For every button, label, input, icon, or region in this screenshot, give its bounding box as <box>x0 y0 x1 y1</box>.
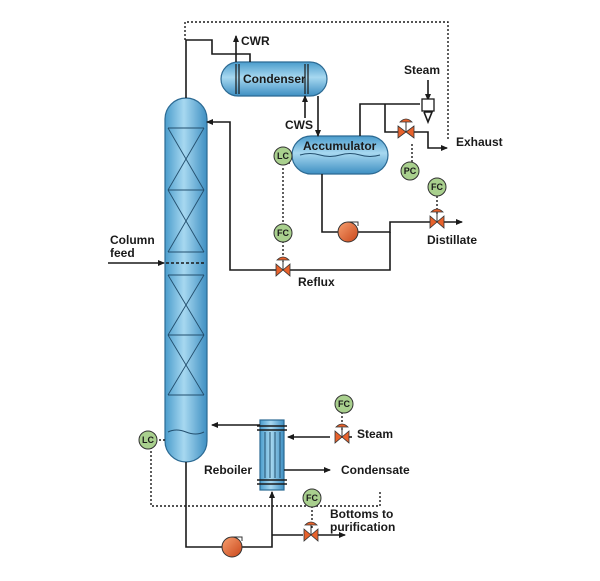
cws-label: CWS <box>285 118 313 132</box>
exhaust-control-valve <box>397 118 415 139</box>
exhaust-label: Exhaust <box>456 135 503 149</box>
flow-controller-distillate: FC <box>427 177 447 197</box>
svg-text:FC: FC <box>431 182 443 192</box>
reboiler <box>257 419 287 491</box>
distillate-label: Distillate <box>427 233 477 247</box>
accumulator-label: Accumulator <box>303 139 377 153</box>
svg-text:LC: LC <box>277 151 289 161</box>
bottoms-pump <box>221 536 243 558</box>
bottoms-label: Bottoms to purification <box>330 507 397 534</box>
level-controller-column: LC <box>138 430 158 450</box>
condenser: Condenser <box>220 61 328 97</box>
process-piping <box>108 35 463 548</box>
reflux-pump <box>337 221 359 243</box>
distillate-control-valve <box>429 208 445 229</box>
flow-controller-bottoms: FC <box>302 488 322 508</box>
steam-control-valve <box>334 423 350 444</box>
flow-controller-steam: FC <box>334 394 354 414</box>
svg-text:LC: LC <box>142 435 154 445</box>
distillation-column <box>164 97 208 463</box>
column-feed-line-1: Column <box>110 233 155 247</box>
steam-bottom-label: Steam <box>357 427 393 441</box>
flow-controller-reflux: FC <box>273 223 293 243</box>
level-controller-accumulator: LC <box>273 146 293 166</box>
steam-ejector <box>421 98 435 112</box>
svg-text:FC: FC <box>306 493 318 503</box>
steam-top-label: Steam <box>404 63 440 77</box>
reflux-label: Reflux <box>298 275 335 289</box>
reboiler-label: Reboiler <box>204 463 252 477</box>
svg-text:FC: FC <box>277 228 289 238</box>
column-feed-line-2: feed <box>110 246 135 260</box>
accumulator: Accumulator <box>291 135 389 175</box>
condensate-label: Condensate <box>341 463 410 477</box>
condenser-label: Condenser <box>243 72 306 86</box>
reflux-control-valve <box>275 256 291 277</box>
bottoms-control-valve <box>303 521 319 542</box>
bottoms-line-2: purification <box>330 520 395 534</box>
cwr-label: CWR <box>241 34 270 48</box>
column-feed-label: Column feed <box>110 233 158 260</box>
pressure-controller: PC <box>400 161 420 181</box>
bottoms-line-1: Bottoms to <box>330 507 393 521</box>
svg-text:PC: PC <box>404 166 417 176</box>
svg-text:FC: FC <box>338 399 350 409</box>
